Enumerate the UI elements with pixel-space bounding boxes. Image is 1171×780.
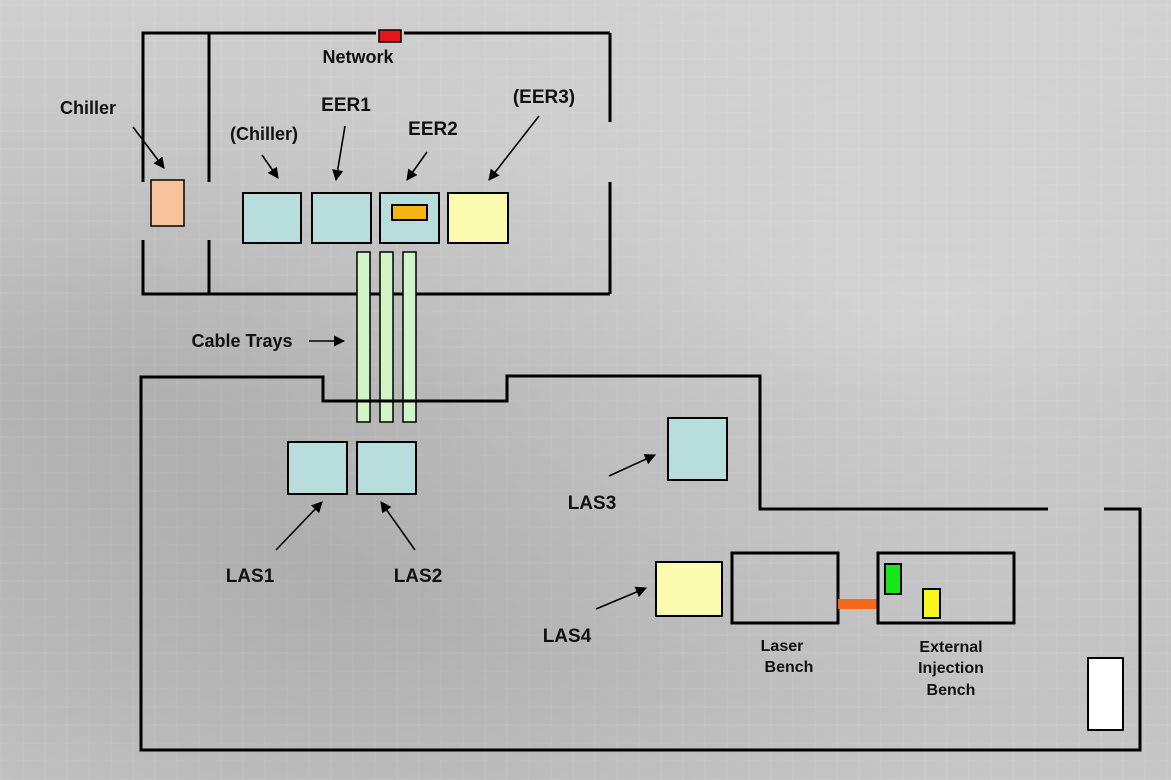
label-las2: LAS2 [394,566,443,587]
cable-trays [356,251,417,423]
bench-link [838,599,878,609]
chiller-rack [242,192,302,244]
arrow-las4 [595,586,648,610]
cable-tray [356,251,371,423]
label-external-injection-line1: External [919,639,982,656]
arrow-las2 [380,501,416,551]
door-panel [1087,657,1124,731]
las3-rack [667,417,728,481]
label-chiller: Chiller [60,98,116,118]
label-external-injection-line3: Bench [927,682,976,699]
arrow-eer1 [332,125,346,182]
label-las1: LAS1 [226,566,275,587]
labels: Network (EER3) EER1 Chiller (Chiller) EE… [60,47,984,699]
las1-rack [287,441,348,495]
laser-bench [730,551,840,625]
eer2-rack [379,192,440,244]
lower-room-wall [139,374,1142,752]
lower-room [139,374,1142,752]
network-port [378,29,402,43]
label-chiller-paren: (Chiller) [230,124,298,144]
upper-room-bottom-wall [141,240,610,296]
label-cable-trays: Cable Trays [191,331,292,351]
label-eer3: (EER3) [513,87,575,108]
injection-marker-green [884,563,902,595]
label-network: Network [322,47,394,67]
arrow-las1 [275,501,323,551]
las4-rack [655,561,723,617]
arrow-las3 [608,454,657,477]
eer3-rack [447,192,509,244]
upper-room-wall [141,31,376,182]
arrow-chiller [132,126,165,169]
upper-room [141,29,612,296]
pointer-arrows [132,115,657,610]
label-eer2: EER2 [408,119,458,140]
label-laser-bench-line1: Laser [761,638,804,655]
cable-tray [379,251,394,423]
injection-marker-yellow [922,588,941,619]
arrow-chiller-paren [261,154,279,179]
arrow-eer2 [406,151,428,181]
eer2-equipment [391,204,428,221]
label-eer1: EER1 [321,95,371,116]
cable-tray [402,251,417,423]
arrow-eer3 [488,115,540,181]
chiller-unit [150,179,185,227]
eer1-rack [311,192,372,244]
label-external-injection-line2: Injection [918,660,984,677]
las2-rack [356,441,417,495]
external-injection-bench [876,551,1016,625]
label-las4: LAS4 [543,626,592,647]
label-laser-bench-line2: Bench [765,659,814,676]
label-las3: LAS3 [568,493,617,514]
